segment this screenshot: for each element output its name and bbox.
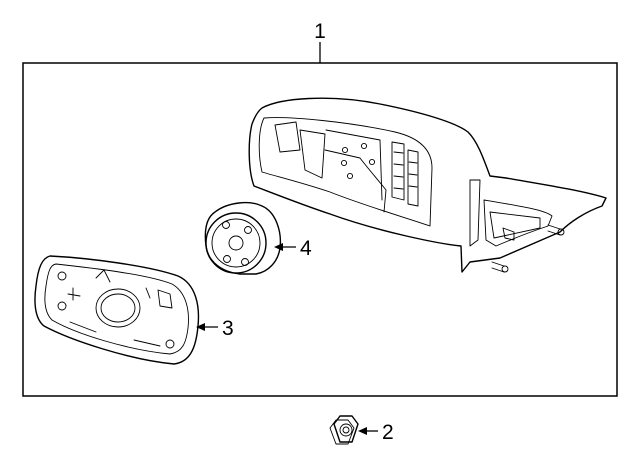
mirror-housing[interactable] bbox=[248, 97, 607, 273]
callout-2[interactable]: 2 bbox=[358, 421, 394, 444]
callout-3-arrowhead bbox=[196, 323, 205, 331]
callout-4-label: 4 bbox=[300, 237, 312, 260]
mirror-glass[interactable] bbox=[34, 255, 200, 365]
assembly-frame bbox=[22, 62, 618, 397]
callout-1-label: 1 bbox=[314, 20, 326, 43]
callout-1[interactable]: 1 bbox=[314, 20, 326, 63]
mounting-nut[interactable] bbox=[329, 415, 359, 445]
mirror-motor[interactable] bbox=[204, 201, 282, 275]
callout-3-label: 3 bbox=[222, 317, 234, 340]
callout-2-arrowhead bbox=[358, 427, 367, 435]
callout-4[interactable]: 4 bbox=[274, 237, 312, 260]
callout-2-label: 2 bbox=[382, 421, 394, 444]
callout-4-arrowhead bbox=[274, 243, 283, 251]
callout-3[interactable]: 3 bbox=[196, 317, 234, 340]
